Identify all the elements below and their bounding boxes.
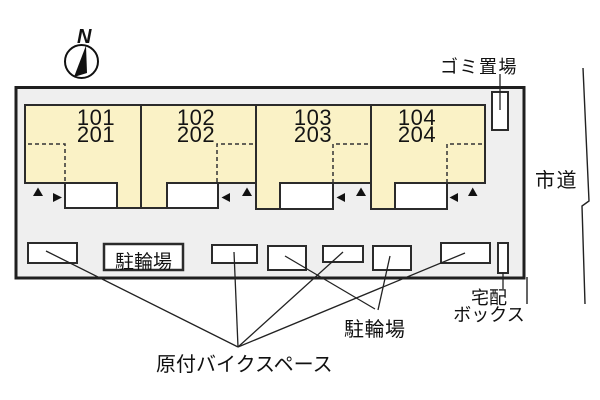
up-arrow-icon (33, 187, 43, 196)
bicycle-space-rect-2 (372, 245, 412, 271)
compass-north-label: N (77, 26, 92, 48)
unit-103-203-label: 103 203 (285, 105, 341, 147)
unit-101-dashed-partition (28, 143, 66, 183)
road-right-edge (581, 67, 590, 305)
bicycle-parking-box (102, 242, 185, 272)
moped-bike-space-label: 原付バイクスペース (156, 354, 333, 376)
moped-leader-4 (237, 252, 466, 348)
left-arrow-icon (336, 193, 345, 202)
unit-101-porch (64, 182, 118, 209)
unit-number-first-floor: 103 (293, 105, 333, 130)
up-arrow-icon (468, 187, 478, 196)
city-road-label: 市道 (535, 170, 578, 192)
unit-103-porch (279, 182, 334, 210)
unit-number-first-floor: 101 (76, 105, 116, 130)
moped-leader-3 (237, 251, 344, 348)
unit-number-first-floor: 104 (397, 105, 437, 130)
moped-space-rect-3 (322, 245, 364, 263)
compass-needle-icon (74, 45, 87, 77)
bicycle-space-rect-1 (267, 245, 307, 271)
unit-102-porch (166, 182, 219, 209)
unit-number-second-floor: 203 (293, 122, 333, 147)
unit-104-dashed-partition (446, 143, 482, 183)
left-arrow-icon (221, 193, 230, 202)
bicycle-leader-2 (377, 255, 391, 311)
bicycle-parking-label: 駐輪場 (344, 319, 406, 341)
garbage-area-label: ゴミ置場 (440, 57, 518, 77)
bicycle-parking-box-label: 駐輪場 (114, 252, 172, 273)
bicycle-leader-1 (284, 255, 376, 310)
unit-number-second-floor: 201 (76, 122, 116, 147)
unit-104-204-label: 104 204 (389, 105, 445, 147)
moped-leader-2 (233, 251, 239, 348)
delivery-box-label-line2: ボックス (453, 305, 525, 325)
unit-103-dashed-partition (332, 143, 368, 183)
unit-104-porch (394, 182, 448, 210)
moped-space-rect-1 (27, 242, 78, 264)
unit-number-first-floor: 102 (176, 105, 216, 130)
up-arrow-icon (356, 187, 366, 196)
moped-leader-1 (45, 250, 239, 348)
unit-102-dashed-partition (216, 143, 253, 183)
delivery-box-label: 宅配 ボックス (446, 288, 532, 325)
delivery-box (497, 242, 509, 274)
up-arrow-icon (242, 187, 252, 196)
left-arrow-icon (449, 193, 458, 202)
unit-102-202-label: 102 202 (168, 105, 224, 147)
unit-number-second-floor: 202 (176, 122, 216, 147)
delivery-box-label-line1: 宅配 (471, 288, 507, 308)
right-arrow-icon (53, 193, 62, 202)
unit-101-201-label: 101 201 (68, 105, 124, 147)
unit-number-second-floor: 204 (397, 122, 437, 147)
